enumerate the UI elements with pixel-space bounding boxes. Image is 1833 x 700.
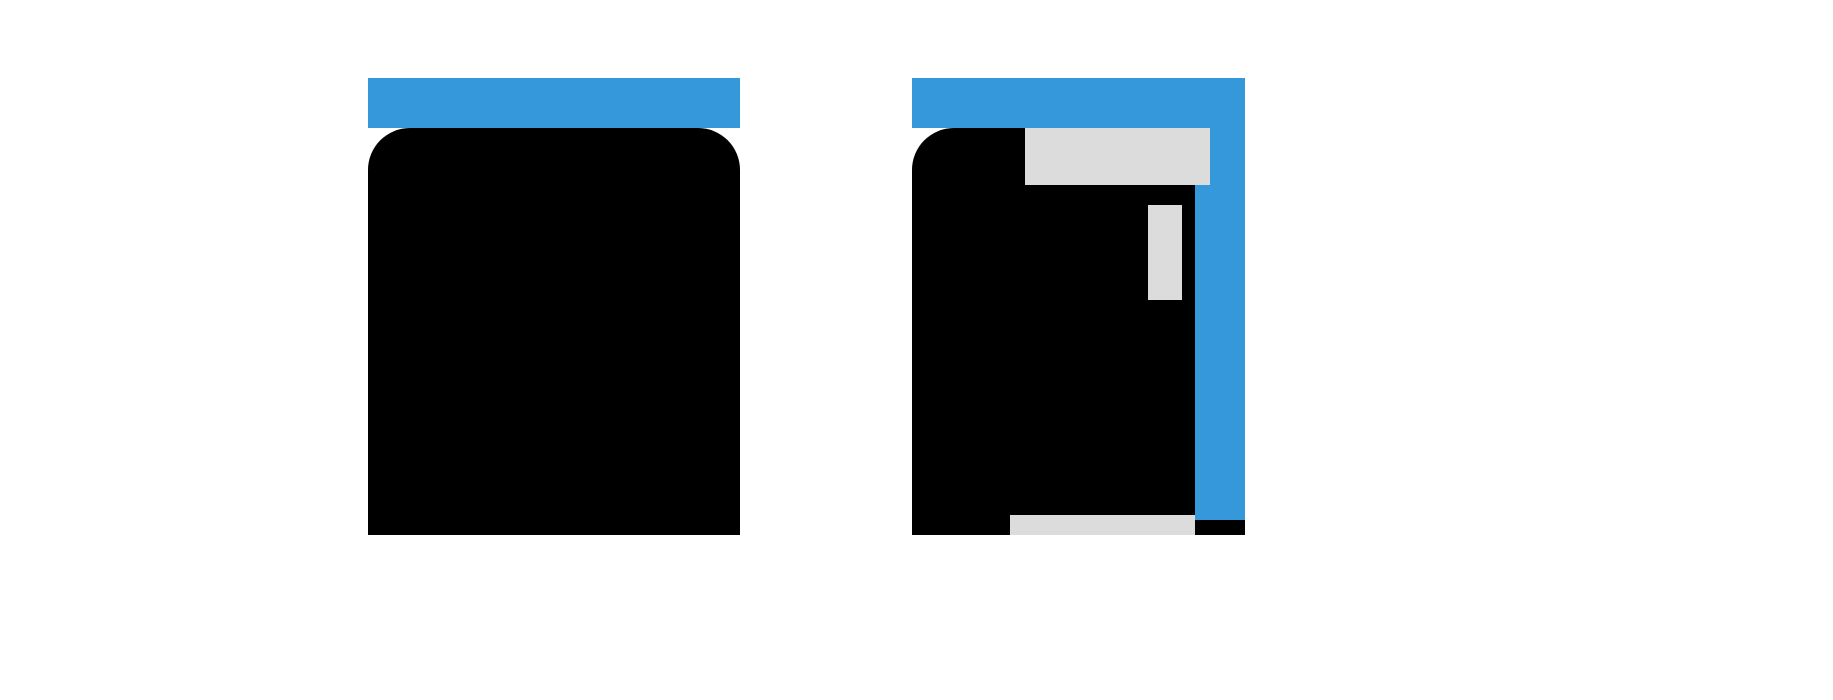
right-panel-mid-right-notch bbox=[1148, 205, 1182, 300]
right-panel-header bbox=[912, 78, 1245, 128]
right-panel-bottom-step bbox=[1010, 515, 1195, 535]
right-panel[interactable] bbox=[912, 78, 1245, 535]
right-panel-top-right-notch bbox=[1025, 128, 1210, 185]
left-panel-body bbox=[368, 128, 740, 535]
left-panel[interactable] bbox=[368, 78, 740, 535]
right-panel-side-strip bbox=[1195, 128, 1245, 520]
right-panel-body bbox=[912, 128, 1245, 535]
left-panel-header bbox=[368, 78, 740, 128]
